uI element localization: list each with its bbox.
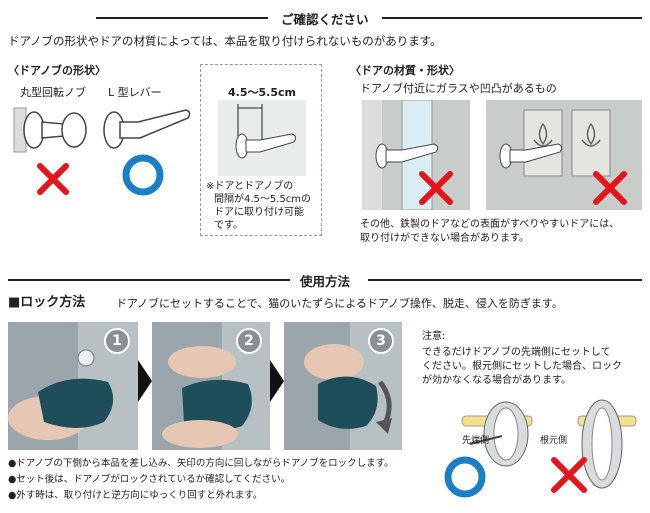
usage-section-header: 使用方法	[0, 270, 650, 290]
tip-side-label: 先端側	[462, 436, 490, 446]
caution-heading: 注意:	[422, 331, 446, 342]
door-material-sub: ドアノブ付近にガラスや凹凸があるもの	[360, 82, 557, 95]
lever-label: L 型レバー	[108, 86, 162, 99]
ng-cross-icon	[419, 171, 453, 205]
ok-circle-icon	[444, 456, 486, 498]
arrow-right-icon	[138, 360, 152, 402]
ng-cross-icon	[551, 457, 587, 493]
round-knob-illustration	[13, 107, 87, 153]
step-1-photo: 1	[8, 322, 138, 450]
usage-bullet-2: ●セット後は、ドアノブがロックされているか確認してください。	[8, 474, 291, 485]
glass-door-illustration	[362, 100, 470, 210]
lock-method-title: ■ロック方法	[8, 295, 86, 310]
door-material-note-2: 取り付けができない場合があります。	[360, 233, 529, 244]
base-side-illustration	[577, 399, 637, 489]
ng-cross-icon	[37, 163, 69, 195]
confirm-section-header: ご確認ください	[0, 8, 650, 28]
step-3-photo: 3	[284, 322, 402, 450]
divider-left	[8, 279, 290, 281]
step-number: 3	[368, 328, 394, 354]
lever-illustration	[103, 109, 191, 149]
divider-left	[96, 17, 268, 19]
step-number: 2	[236, 328, 262, 354]
measurement-illustration	[218, 100, 306, 176]
usage-bullet-3: ●外す時は、取り付けと逆方向にゆっくり回すと外れます。	[8, 490, 263, 501]
caution-line-3: が効かなくなる場合があります。	[422, 375, 571, 386]
door-material-heading: 〈ドアの材質・形状〉	[350, 64, 460, 77]
step-2-photo: 2	[152, 322, 270, 450]
ok-circle-icon	[122, 154, 164, 196]
caution-line-2: ください。根元側にセットした場合、ロック	[422, 361, 622, 372]
section-title: ご確認ください	[281, 12, 369, 27]
divider-right	[368, 279, 642, 281]
measure-note-3: ドアに取り付け可能	[214, 207, 304, 218]
measure-note-2: 間隔が4.5〜5.5cmの	[214, 194, 312, 205]
step-number: 1	[104, 328, 130, 354]
door-material-note-1: その他、鉄製のドアなどの表面がすべりやすいドアには、	[360, 219, 620, 230]
tip-side-illustration	[461, 401, 533, 467]
divider-right	[382, 17, 642, 19]
base-side-label: 根元側	[540, 436, 568, 446]
measurement-box	[200, 64, 322, 236]
round-knob-label: 丸型回転ノブ	[20, 86, 86, 99]
lock-method-desc: ドアノブにセットすることで、猫のいたずらによるドアノブ操作、脱走、侵入を防ぎます…	[116, 297, 563, 310]
measure-note-1: ※ドアとドアノブの	[206, 181, 294, 192]
intro-text: ドアノブの形状やドアの材質によっては、本品を取り付けられないものがあります。	[8, 34, 442, 48]
section-title: 使用方法	[300, 274, 351, 289]
measurement-label: 4.5〜5.5cm	[228, 86, 296, 99]
caution-line-1: できるだけドアノブの先端側にセットして	[422, 347, 611, 358]
arrow-right-icon	[270, 360, 284, 402]
measure-note-4: です。	[214, 220, 243, 231]
ng-cross-icon	[593, 171, 627, 205]
knob-shape-heading: 〈ドアノブの形状〉	[8, 64, 107, 77]
usage-bullet-1: ●ドアノブの下側から本品を差し込み、矢印の方向に回しながらドアノブをロックします…	[8, 458, 394, 469]
